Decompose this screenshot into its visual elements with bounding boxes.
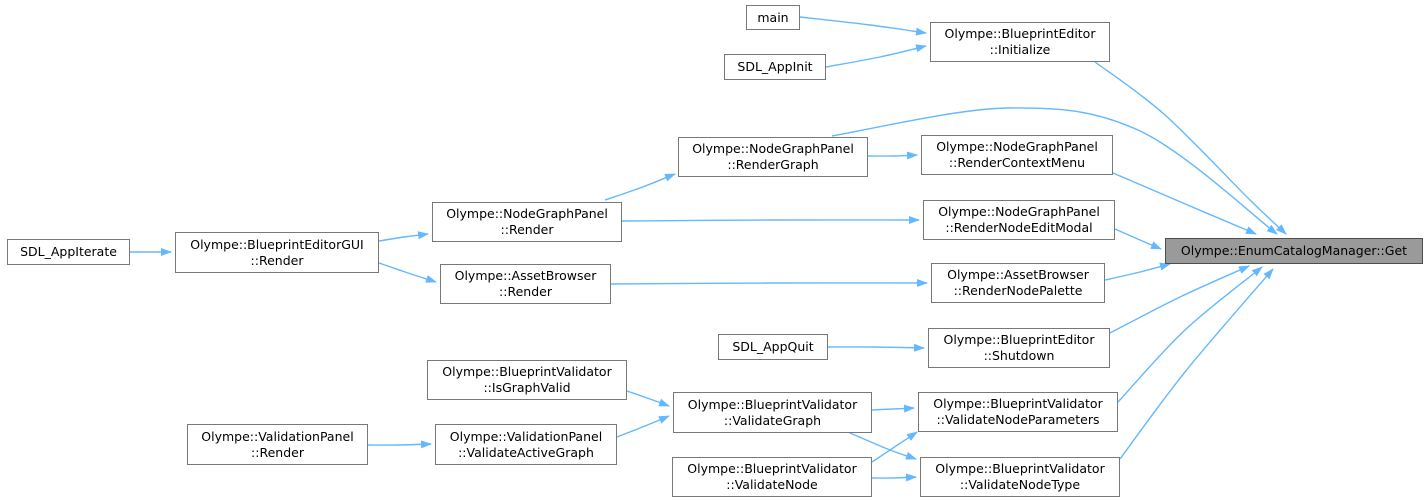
graph-node-label: ::ValidateNode [726, 477, 818, 492]
graph-node-label: ::Initialize [989, 42, 1051, 57]
graph-node-validateactivegraph[interactable]: Olympe::ValidationPanel::ValidateActiveG… [435, 424, 617, 465]
graph-node-label: Olympe::NodeGraphPanel [936, 139, 1098, 154]
graph-node-label: Olympe::BlueprintEditor [943, 332, 1095, 347]
graph-node-label: ::ValidateNodeType [959, 477, 1081, 492]
graph-node-validatenodetype[interactable]: Olympe::BlueprintValidator::ValidateNode… [920, 457, 1120, 497]
edge-validatenode-to-validatenodeparameters [871, 431, 918, 463]
graph-node-label: SDL_AppInit [737, 59, 813, 74]
edge-rendergraph-to-get [831, 107, 1278, 235]
graph-node-label: ::Render [251, 444, 304, 460]
graph-node-label: ::Render [500, 222, 554, 237]
graph-node-label: Olympe::AssetBrowser [454, 268, 597, 283]
edge-ngp-render-to-rendernodeeditmodal [621, 215, 920, 224]
graph-node-label: SDL_AppQuit [732, 339, 814, 354]
graph-node-label: ::RenderNodeEditModal [945, 220, 1093, 235]
graph-node-label: Olympe::BlueprintValidator [442, 364, 612, 379]
edge-validatenodetype-to-get [1119, 268, 1274, 460]
graph-node-label: Olympe::NodeGraphPanel [692, 141, 854, 156]
graph-node-label: Olympe::BlueprintValidator [935, 461, 1105, 476]
graph-node-label: Olympe::BlueprintEditor [944, 26, 1096, 41]
graph-node-label: ::IsGraphValid [483, 380, 571, 395]
graph-node-sdl-appiterate[interactable]: SDL_AppIterate [7, 239, 130, 265]
graph-node-label: Olympe::NodeGraphPanel [938, 204, 1100, 219]
graph-node-label: main [757, 9, 789, 25]
graph-node-label: ::Render [499, 284, 552, 299]
edge-rendercontextmenu-to-get [1112, 172, 1257, 235]
graph-node-validategraph[interactable]: Olympe::BlueprintValidator::ValidateGrap… [673, 392, 872, 433]
edge-ngp-render-to-rendergraph [604, 173, 676, 201]
graph-node-label: Olympe::EnumCatalogManager::Get [1180, 243, 1408, 258]
edge-initialize-to-get [1094, 61, 1287, 235]
edge-validatenode-to-validatenodetype [871, 473, 917, 482]
graph-node-validationpanel-render[interactable]: Olympe::ValidationPanel::Render [187, 424, 368, 465]
graph-node-label: ::ValidateActiveGraph [458, 444, 594, 460]
graph-node-label: ::RenderContextMenu [948, 155, 1086, 170]
graph-node-assetbrowser-render[interactable]: Olympe::AssetBrowser::Render [440, 264, 611, 304]
graph-node-sdl-appquit[interactable]: SDL_AppQuit [718, 334, 828, 360]
edge-gui-render-to-assetbrowser-render [378, 262, 437, 283]
edge-isgraphvalid-to-validategraph [626, 390, 670, 407]
graph-node-label: Olympe::BlueprintEditorGUI [190, 236, 364, 252]
edge-validationpanel-render-to-validateactivegraph [367, 440, 432, 449]
graph-node-ngp-render[interactable]: Olympe::NodeGraphPanel::Render [432, 202, 622, 242]
graph-node-label: ::ValidateNodeParameters [936, 412, 1100, 427]
graph-node-validatenode[interactable]: Olympe::BlueprintValidator::ValidateNode [672, 457, 872, 497]
graph-node-rendernodepalette[interactable]: Olympe::AssetBrowser::RenderNodePalette [931, 263, 1105, 303]
graph-node-sdl-appinit[interactable]: SDL_AppInit [724, 54, 826, 80]
graph-node-rendernodeeditmodal[interactable]: Olympe::NodeGraphPanel::RenderNodeEditMo… [923, 200, 1115, 240]
graph-node-label: Olympe::NodeGraphPanel [446, 206, 608, 221]
edge-main-to-initialize [799, 16, 927, 36]
graph-node-label: Olympe::ValidationPanel [449, 428, 603, 444]
edge-assetbrowser-render-to-rendernodepalette [610, 278, 928, 287]
edge-shutdown-to-get [1109, 265, 1250, 334]
graph-node-shutdown[interactable]: Olympe::BlueprintEditor::Shutdown [928, 328, 1110, 368]
graph-node-gui-render[interactable]: Olympe::BlueprintEditorGUI::Render [175, 232, 379, 273]
edge-sdl-appquit-to-shutdown [827, 343, 925, 352]
edge-rendergraph-to-rendercontextmenu [867, 151, 918, 160]
graph-node-label: ::RenderGraph [727, 157, 819, 172]
graph-node-label: SDL_AppIterate [20, 244, 117, 259]
graph-node-label: ::Shutdown [983, 348, 1055, 363]
edge-rendernodepalette-to-get [1104, 262, 1171, 281]
edge-validategraph-to-validatenodeparameters [871, 404, 915, 413]
graph-node-rendergraph[interactable]: Olympe::NodeGraphPanel::RenderGraph [678, 137, 868, 177]
graph-node-label: ::ValidateGraph [723, 412, 822, 428]
edge-sdl-appinit-to-initialize [825, 44, 927, 68]
graph-node-rendercontextmenu[interactable]: Olympe::NodeGraphPanel::RenderContextMen… [921, 135, 1113, 175]
graph-node-isgraphvalid[interactable]: Olympe::BlueprintValidator::IsGraphValid [427, 360, 627, 400]
graph-node-label: Olympe::BlueprintValidator [933, 396, 1103, 411]
edge-rendernodeeditmodal-to-get [1114, 228, 1162, 250]
graph-node-label: Olympe::ValidationPanel [201, 428, 354, 444]
graph-node-label: Olympe::AssetBrowser [947, 267, 1089, 282]
edge-gui-render-to-ngp-render [378, 231, 429, 242]
graph-node-initialize[interactable]: Olympe::BlueprintEditor::Initialize [930, 22, 1110, 62]
graph-node-validatenodeparameters[interactable]: Olympe::BlueprintValidator::ValidateNode… [918, 392, 1118, 432]
graph-node-get: Olympe::EnumCatalogManager::Get [1165, 238, 1423, 264]
graph-node-label: Olympe::BlueprintValidator [687, 396, 858, 412]
graph-node-label: ::Render [250, 252, 304, 268]
graph-node-main[interactable]: main [746, 5, 800, 30]
graph-node-label: Olympe::BlueprintValidator [687, 461, 857, 476]
edge-validateactivegraph-to-validategraph [616, 415, 670, 438]
edge-validatenodeparameters-to-get [1117, 266, 1263, 403]
graph-node-label: ::RenderNodePalette [953, 283, 1083, 298]
